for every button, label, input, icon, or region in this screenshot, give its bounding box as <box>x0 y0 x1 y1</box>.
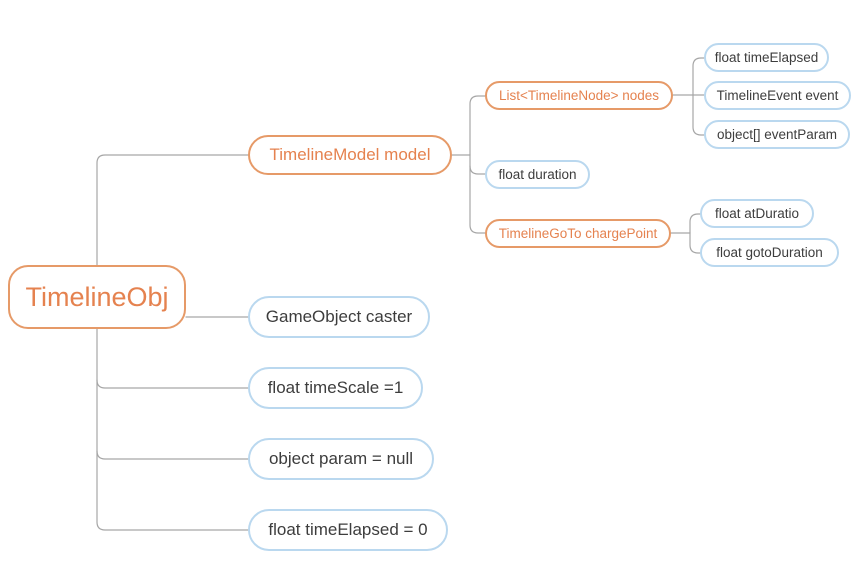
topic-object-eventparam[interactable]: object[] eventParam <box>704 120 850 149</box>
topic-float-duration[interactable]: float duration <box>485 160 590 189</box>
topic-float-timeelapsed[interactable]: float timeElapsed <box>704 43 829 72</box>
topic-list-timelinenode-nodes[interactable]: List<TimelineNode> nodes <box>485 81 673 110</box>
topic-float-gotoduration[interactable]: float gotoDuration <box>700 238 839 267</box>
topic-timelinegoto-chargepoint[interactable]: TimelineGoTo chargePoint <box>485 219 671 248</box>
topic-object-param-null[interactable]: object param = null <box>248 438 434 480</box>
topic-float-timescale[interactable]: float timeScale =1 <box>248 367 423 409</box>
topic-timelineevent-event[interactable]: TimelineEvent event <box>704 81 851 110</box>
topic-float-timeelapsed-zero[interactable]: float timeElapsed = 0 <box>248 509 448 551</box>
topic-timelinemodel-model[interactable]: TimelineModel model <box>248 135 452 175</box>
topic-float-atduratio[interactable]: float atDuratio <box>700 199 814 228</box>
topic-gameobject-caster[interactable]: GameObject caster <box>248 296 430 338</box>
topic-root-timelineobj[interactable]: TimelineObj <box>8 265 186 329</box>
